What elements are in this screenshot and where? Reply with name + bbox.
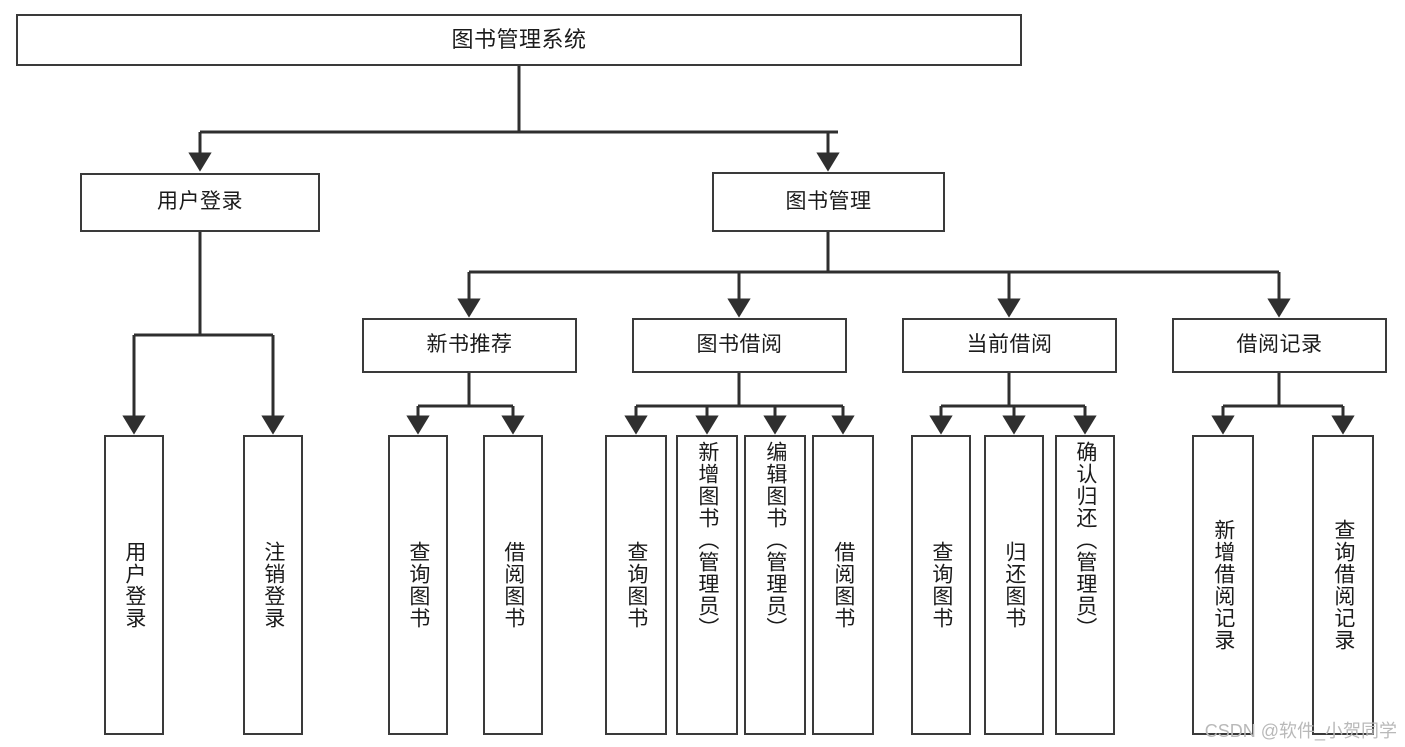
leaf-confirm-return-admin[interactable]: 确认归还（管理员） bbox=[1055, 435, 1115, 735]
node-borrow-record[interactable]: 借阅记录 bbox=[1172, 318, 1387, 373]
leaf-add-borrow-record-label: 新增借阅记录 bbox=[1211, 519, 1235, 651]
leaf-add-book-admin-label: 新增图书（管理员） bbox=[695, 441, 719, 639]
node-book-borrow[interactable]: 图书借阅 bbox=[632, 318, 847, 373]
node-user-login-label: 用户登录 bbox=[157, 190, 243, 214]
leaf-borrow-book-label: 借阅图书 bbox=[831, 541, 855, 629]
node-book-manage[interactable]: 图书管理 bbox=[712, 172, 945, 232]
leaf-user-login[interactable]: 用户登录 bbox=[104, 435, 164, 735]
leaf-add-book-admin[interactable]: 新增图书（管理员） bbox=[676, 435, 738, 735]
node-current-borrow[interactable]: 当前借阅 bbox=[902, 318, 1117, 373]
leaf-confirm-return-admin-label: 确认归还（管理员） bbox=[1073, 441, 1097, 639]
node-root-label: 图书管理系统 bbox=[451, 27, 587, 53]
leaf-query-borrow-record-label: 查询借阅记录 bbox=[1331, 519, 1355, 651]
node-book-manage-label: 图书管理 bbox=[785, 189, 872, 213]
leaf-query-book-borrow-label: 查询图书 bbox=[624, 541, 648, 629]
leaf-borrow-book-recommend[interactable]: 借阅图书 bbox=[483, 435, 543, 735]
node-new-book-recommend-label: 新书推荐 bbox=[426, 333, 513, 357]
leaf-query-book-recommend[interactable]: 查询图书 bbox=[388, 435, 448, 735]
leaf-query-book-current[interactable]: 查询图书 bbox=[911, 435, 971, 735]
leaf-query-book-borrow[interactable]: 查询图书 bbox=[605, 435, 667, 735]
node-new-book-recommend[interactable]: 新书推荐 bbox=[362, 318, 577, 373]
leaf-query-borrow-record[interactable]: 查询借阅记录 bbox=[1312, 435, 1374, 735]
node-current-borrow-label: 当前借阅 bbox=[966, 333, 1053, 357]
node-borrow-record-label: 借阅记录 bbox=[1236, 333, 1323, 357]
leaf-return-book[interactable]: 归还图书 bbox=[984, 435, 1044, 735]
leaf-edit-book-admin-label: 编辑图书（管理员） bbox=[763, 441, 787, 639]
node-root[interactable]: 图书管理系统 bbox=[16, 14, 1022, 66]
leaf-user-logout-label: 注销登录 bbox=[261, 541, 285, 629]
leaf-borrow-book[interactable]: 借阅图书 bbox=[812, 435, 874, 735]
leaf-user-logout[interactable]: 注销登录 bbox=[243, 435, 303, 735]
leaf-return-book-label: 归还图书 bbox=[1002, 541, 1026, 629]
leaf-query-book-recommend-label: 查询图书 bbox=[406, 541, 430, 629]
leaf-user-login-label: 用户登录 bbox=[122, 541, 146, 629]
node-book-borrow-label: 图书借阅 bbox=[696, 333, 783, 357]
leaf-add-borrow-record[interactable]: 新增借阅记录 bbox=[1192, 435, 1254, 735]
leaf-borrow-book-recommend-label: 借阅图书 bbox=[501, 541, 525, 629]
leaf-query-book-current-label: 查询图书 bbox=[929, 541, 953, 629]
node-user-login[interactable]: 用户登录 bbox=[80, 173, 320, 232]
leaf-edit-book-admin[interactable]: 编辑图书（管理员） bbox=[744, 435, 806, 735]
